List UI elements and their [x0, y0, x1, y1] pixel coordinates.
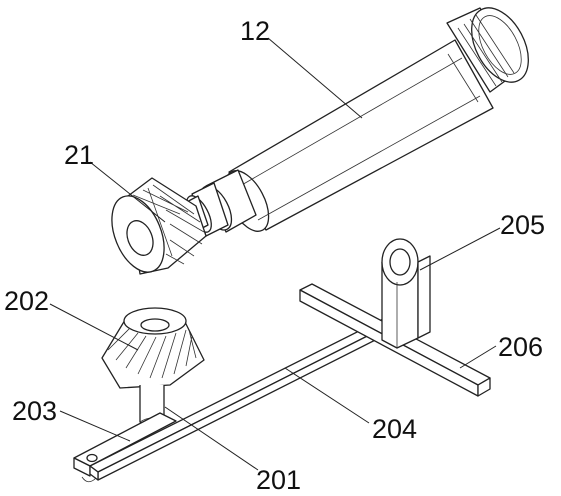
label-202: 202 [4, 286, 49, 316]
cylinder-12 [182, 7, 529, 237]
label-206: 206 [498, 332, 543, 362]
bevel-gear-202 [101, 307, 205, 389]
label-21: 21 [64, 140, 94, 170]
label-204: 204 [372, 414, 417, 444]
label-12: 12 [240, 16, 270, 46]
bracket-205 [381, 238, 431, 349]
label-205: 205 [500, 210, 545, 240]
bevel-gear-21 [111, 177, 207, 275]
label-203: 203 [12, 396, 57, 426]
plate-203 [73, 412, 177, 483]
label-201: 201 [256, 465, 301, 495]
leader-lines [49, 37, 501, 471]
